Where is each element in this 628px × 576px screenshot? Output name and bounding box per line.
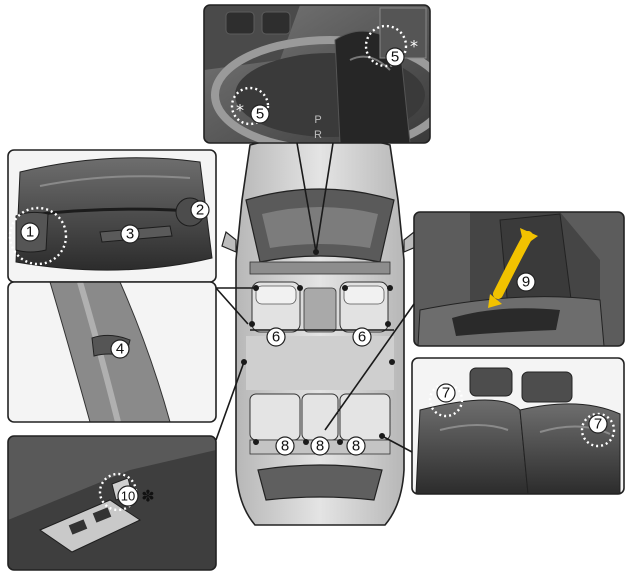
callout-1: 1 [20, 222, 40, 242]
leader-pillar [215, 287, 249, 325]
armrest-panel-frame [413, 211, 625, 347]
callout-6-left: 6 [266, 327, 286, 347]
callout-4: 4 [110, 339, 130, 359]
asterisk-mark-door: ✽ [141, 487, 154, 506]
door-switch-panel [8, 436, 216, 570]
svg-text:2: 2 [196, 202, 204, 219]
gear-letter-p: P [314, 114, 321, 126]
svg-text:3: 3 [126, 226, 134, 243]
console-shifter-panel: P R [204, 5, 430, 143]
callout-9: 9 [516, 272, 536, 292]
svg-text:8: 8 [352, 438, 360, 455]
callout-7-left: 7 [436, 383, 456, 403]
leader-console [296, 142, 317, 253]
callout-7-right: 7 [588, 414, 608, 434]
callout-8-left: 8 [275, 436, 295, 456]
driver-seat-panel [8, 150, 216, 282]
pillar-panel-frame [7, 281, 217, 423]
leader-door [215, 361, 245, 441]
leader-armrest [324, 303, 415, 431]
callout-10: 10 [117, 485, 139, 507]
car-top-view [221, 134, 419, 526]
leader-console-2 [315, 142, 334, 253]
door-panel-frame [7, 435, 217, 571]
svg-text:7: 7 [442, 385, 450, 402]
callout-3: 3 [120, 224, 140, 244]
callout-6-right: 6 [352, 327, 372, 347]
svg-text:8: 8 [316, 438, 324, 455]
asterisk-mark-top: * [410, 37, 418, 56]
svg-text:10: 10 [121, 489, 135, 504]
callout-8-center: 8 [310, 436, 330, 456]
svg-text:5: 5 [391, 49, 399, 66]
svg-text:6: 6 [358, 329, 366, 346]
svg-text:6: 6 [272, 329, 280, 346]
callout-8-right: 8 [346, 436, 366, 456]
console-panel-frame [203, 4, 431, 144]
leader-rear-seat [381, 435, 413, 453]
svg-text:9: 9 [522, 274, 530, 291]
svg-text:7: 7 [594, 416, 602, 433]
armrest-panel [414, 212, 624, 346]
callout-5-left: 5 [250, 104, 270, 124]
svg-text:1: 1 [26, 224, 34, 241]
gear-letter-r: R [314, 129, 322, 141]
svg-text:5: 5 [256, 106, 264, 123]
svg-text:4: 4 [116, 341, 124, 358]
front-seats [251, 281, 389, 333]
leader-lines [215, 142, 415, 453]
svg-text:8: 8 [281, 438, 289, 455]
rear-seat-panel-frame [411, 357, 625, 495]
callout-2: 2 [190, 200, 210, 220]
callout-5-top: 5 [385, 47, 405, 67]
asterisk-mark-left: * [236, 101, 244, 120]
